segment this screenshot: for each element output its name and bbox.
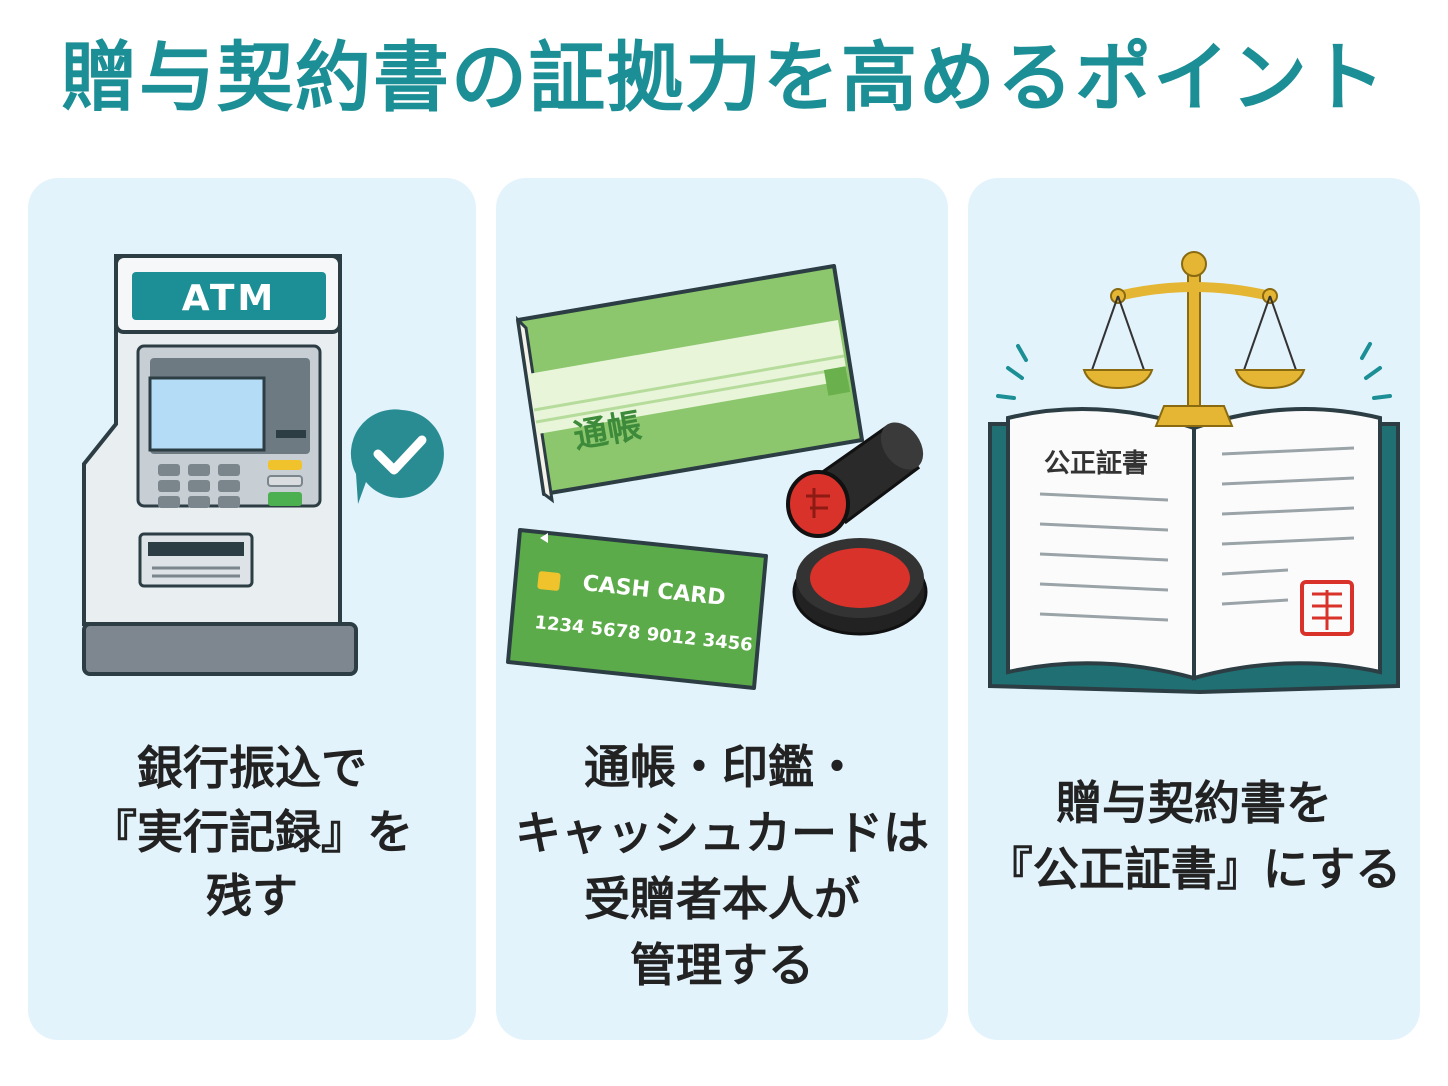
ink-pad [792, 538, 928, 636]
scales-of-justice-icon [1082, 251, 1306, 427]
check-bubble-icon [350, 409, 444, 504]
hanko-seal [786, 422, 924, 538]
point-card-bank-transfer: ATM 銀行振込で 『実行記録』を 残す [28, 178, 476, 1040]
point-card-notarized-deed: 公正証書 贈与契約書を 『公正証書』 [968, 178, 1420, 1040]
passbook: 通帳 [515, 264, 864, 504]
caption-line: 銀行振込で [137, 741, 367, 795]
passbook-card-illustration: 通帳 CASH CARD 1234 5678 9012 3456 [506, 264, 928, 690]
point-card-self-management: 通帳 CASH CARD 1234 5678 9012 3456 通帳・印鑑・ … [496, 178, 948, 1040]
caption-self-management: 通帳・印鑑・ キャッシュカードは 受贈者本人が 管理する [496, 734, 948, 998]
caption-line: 残す [206, 869, 298, 923]
caption-line: 受贈者本人が [584, 872, 860, 926]
caption-line: 管理する [630, 938, 814, 992]
notarized-book-illustration: 公正証書 [988, 251, 1400, 695]
official-seal [1300, 580, 1354, 636]
caption-bank-transfer: 銀行振込で 『実行記録』を 残す [28, 736, 476, 928]
caption-line: 『公正証書』にする [986, 842, 1402, 896]
caption-notarized-deed: 贈与契約書を 『公正証書』にする [968, 770, 1420, 902]
caption-line: 通帳・印鑑・ [584, 740, 860, 794]
cash-card: CASH CARD 1234 5678 9012 3456 [506, 528, 768, 690]
caption-line: 『実行記録』を [91, 805, 413, 859]
caption-line: 贈与契約書を [1056, 776, 1332, 830]
caption-line: キャッシュカードは [515, 806, 929, 860]
document-label: 公正証書 [1044, 448, 1148, 479]
atm-illustration: ATM [82, 254, 444, 676]
page-title: 贈与契約書の証拠力を高めるポイント [61, 33, 1387, 122]
atm-label: ATM [182, 278, 276, 319]
